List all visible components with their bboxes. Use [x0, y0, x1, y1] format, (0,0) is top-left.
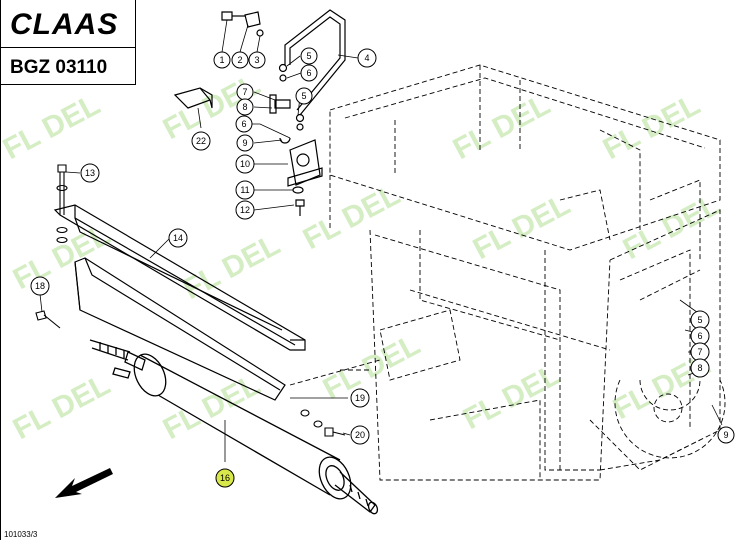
callout-13: 13: [80, 163, 100, 183]
svg-text:12: 12: [240, 205, 250, 215]
svg-text:FL DEL: FL DEL: [178, 228, 286, 306]
svg-text:FL DEL: FL DEL: [8, 218, 116, 296]
bolt-assembly-13: [56, 164, 68, 244]
callout-9: 9: [236, 134, 254, 152]
svg-text:19: 19: [355, 393, 365, 403]
callout-10: 10: [235, 154, 255, 174]
svg-text:FL DEL: FL DEL: [618, 188, 726, 266]
callout-markers: 1 2 3 4 5 6 7 5 8 6 9 10 11 12 13 14 18 …: [30, 47, 735, 488]
svg-text:9: 9: [242, 138, 247, 148]
callout-8: 8: [236, 98, 254, 116]
svg-text:11: 11: [240, 185, 249, 195]
callout-7: 7: [236, 83, 254, 101]
svg-text:8: 8: [242, 102, 247, 112]
header-border: [135, 0, 136, 85]
callout-12: 12: [235, 200, 255, 220]
svg-text:2: 2: [237, 55, 242, 65]
svg-text:FL DEL: FL DEL: [458, 358, 566, 436]
svg-text:18: 18: [35, 281, 45, 291]
svg-text:7: 7: [242, 87, 247, 97]
svg-text:FL DEL: FL DEL: [448, 88, 556, 166]
svg-text:13: 13: [85, 168, 95, 178]
callout-19: 19: [350, 388, 370, 408]
svg-text:FL DEL: FL DEL: [158, 368, 266, 446]
machine-frame-dashed: [289, 64, 726, 481]
callout-6a: 6: [300, 64, 318, 82]
svg-text:6: 6: [306, 68, 311, 78]
deflector-plate: [74, 257, 286, 401]
svg-text:1: 1: [219, 55, 224, 65]
svg-text:6: 6: [241, 119, 246, 129]
header-divider: [0, 47, 135, 48]
diagram-code: BGZ 03110: [10, 57, 108, 78]
callout-right-9: 9: [717, 426, 735, 444]
svg-text:FL DEL: FL DEL: [598, 88, 706, 166]
svg-text:9: 9: [723, 430, 728, 440]
header-divider-bottom: [0, 84, 135, 85]
svg-text:FL DEL: FL DEL: [318, 328, 426, 406]
fasteners-19-20: [300, 409, 346, 437]
svg-text:FL DEL: FL DEL: [8, 368, 116, 446]
callout-6b: 6: [235, 115, 253, 133]
callout-right-7: 7: [690, 342, 710, 362]
reference-code: 101033/3: [4, 530, 38, 539]
callout-right-6: 6: [690, 326, 710, 346]
svg-text:10: 10: [240, 159, 250, 169]
svg-text:5: 5: [306, 51, 311, 61]
svg-text:8: 8: [697, 363, 702, 373]
callout-3: 3: [248, 51, 266, 69]
callout-5b: 5: [295, 87, 313, 105]
scraper-strip-14: [53, 204, 306, 351]
svg-text:7: 7: [697, 347, 702, 357]
callout-22: 22: [191, 131, 211, 151]
callout-4: 4: [357, 48, 377, 68]
callout-5a: 5: [300, 47, 318, 65]
svg-text:FL DEL: FL DEL: [468, 188, 576, 266]
svg-text:5: 5: [697, 315, 702, 325]
callout-right-8: 8: [690, 358, 710, 378]
svg-text:FL DEL: FL DEL: [0, 88, 106, 166]
bolt-18: [35, 310, 61, 329]
svg-text:22: 22: [196, 136, 206, 146]
callout-1: 1: [213, 51, 231, 69]
svg-text:6: 6: [697, 331, 702, 341]
callout-16-highlighted: 16: [215, 468, 235, 488]
callout-2: 2: [231, 51, 249, 69]
brand-logo: CLAAS: [10, 8, 119, 41]
svg-text:4: 4: [364, 53, 369, 63]
callout-right-5: 5: [690, 310, 710, 330]
svg-text:5: 5: [301, 91, 306, 101]
left-border: [0, 0, 1, 540]
svg-text:3: 3: [254, 55, 259, 65]
svg-text:16: 16: [220, 473, 230, 483]
svg-text:FL DEL: FL DEL: [298, 178, 406, 256]
svg-text:20: 20: [355, 430, 365, 440]
callout-11: 11: [235, 180, 255, 200]
callout-14: 14: [168, 228, 188, 248]
lube-pipe-assembly: [173, 9, 346, 216]
svg-text:14: 14: [173, 233, 183, 243]
callout-20: 20: [350, 425, 370, 445]
direction-arrow-icon: [55, 468, 113, 498]
callout-18: 18: [30, 276, 50, 296]
roller-16: [89, 339, 379, 515]
